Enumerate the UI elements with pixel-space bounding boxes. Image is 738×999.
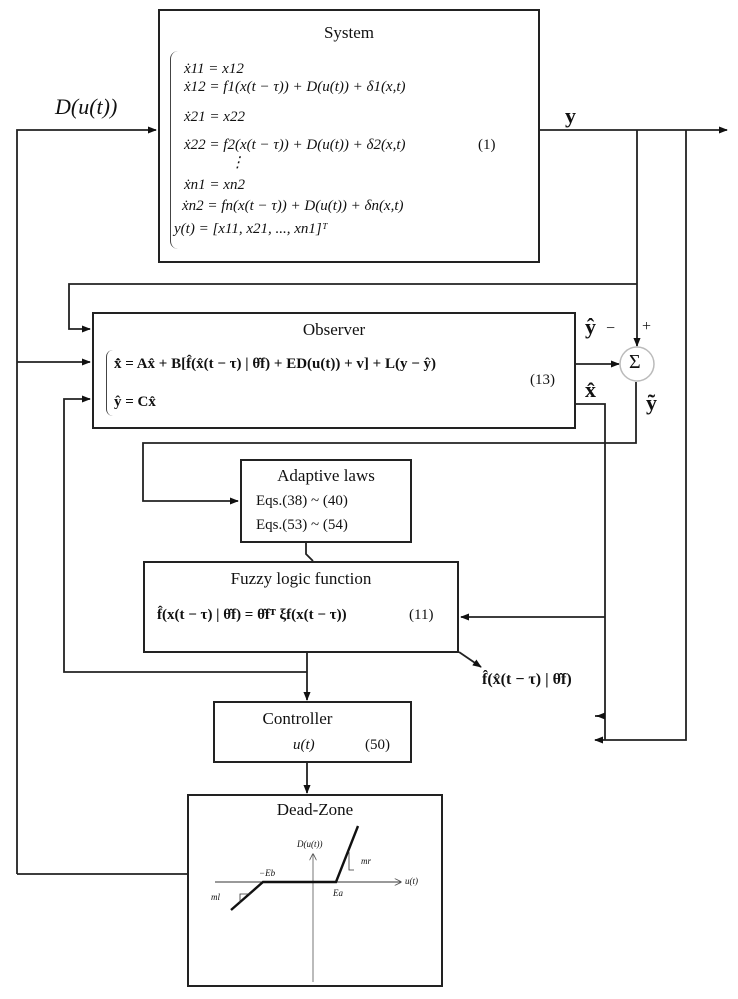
- dead-zone-curve: [230, 825, 360, 911]
- wire-feedback-to-observer: [63, 395, 307, 673]
- wire-fuzzy-output: [458, 651, 482, 668]
- label-sum-plus: +: [642, 318, 652, 335]
- system-title: System: [323, 23, 375, 42]
- dead-zone-left-slope: ml: [211, 892, 220, 902]
- system-brace: [170, 51, 179, 249]
- wire-deadzone-to-system: [16, 126, 157, 874]
- adaptive-laws-block: Adaptive laws Eqs.(38) ~ (40) Eqs.(53) ~…: [240, 459, 412, 543]
- wire-y-to-observer: [68, 283, 637, 333]
- left-slope-triangle: [239, 893, 251, 903]
- observer-eq-1: x̂̇ = Ax̂ + B[f̂(x̂(t − τ) | θ̂f) + ED(u…: [114, 356, 436, 372]
- system-eq-3: ẋ21 = x22: [184, 109, 245, 125]
- system-block: System ẋ11 = x12 ẋ12 = f1(x(t − τ)) + D(…: [158, 9, 540, 263]
- label-observer-xhat: x̂: [585, 377, 596, 402]
- system-eq-number: (1): [478, 137, 496, 153]
- adaptive-laws-title: Adaptive laws: [277, 466, 375, 485]
- dead-zone-right-slope: mr: [361, 856, 372, 866]
- fuzzy-logic-eq-number: (11): [409, 607, 434, 623]
- observer-eq-2: ŷ = Cx̂: [114, 394, 156, 410]
- wire-y-to-controller: [594, 130, 687, 744]
- label-dead-zone-output: D(u(t)): [55, 94, 118, 119]
- adaptive-laws-line-2: Eqs.(53) ~ (54): [256, 517, 348, 533]
- controller-block: Controller u(t) (50): [213, 701, 412, 763]
- label-system-output-y: y: [565, 103, 576, 128]
- system-eq-dots: ⋮: [230, 155, 245, 171]
- dead-zone-block: Dead-Zone D(u(t)) u(t) −Eb Ea ml mr: [187, 794, 443, 987]
- wire-adaptive-to-fuzzy: [305, 542, 314, 562]
- system-eq-2: ẋ12 = f1(x(t − τ)) + D(u(t)) + δ1(x,t): [184, 79, 406, 95]
- label-sum-minus: −: [606, 320, 616, 337]
- sum-symbol: Σ: [629, 351, 641, 373]
- dead-zone-left-break: −Eb: [259, 868, 276, 878]
- fuzzy-logic-block: Fuzzy logic function f̂(x(t − τ) | θ̂f) …: [143, 561, 459, 653]
- system-eq-4: ẋ22 = f2(x(t − τ)) + D(u(t)) + δ2(x,t): [184, 137, 406, 153]
- observer-block: Observer x̂̇ = Ax̂ + B[f̂(x̂(t − τ) | θ̂…: [92, 312, 576, 429]
- controller-eq-number: (50): [365, 737, 390, 753]
- adaptive-laws-line-1: Eqs.(38) ~ (40): [256, 493, 348, 509]
- wire-ytilde-to-adaptive: [142, 382, 637, 505]
- observer-eq-number: (13): [530, 372, 555, 388]
- system-eq-1: ẋ11 = x12: [184, 61, 244, 77]
- dead-zone-y-label: D(u(t)): [297, 839, 323, 849]
- fuzzy-logic-equation: f̂(x(t − τ) | θ̂f) = θ̂fᵀ ξf(x(t − τ)): [157, 607, 347, 623]
- sum-junction: [619, 346, 655, 382]
- label-observer-yhat: ŷ: [585, 314, 596, 339]
- dead-zone-plot: [215, 825, 441, 982]
- right-slope-triangle: [348, 852, 354, 871]
- system-eq-7: y(t) = [x11, x21, ..., xn1]ᵀ: [174, 221, 328, 237]
- controller-signal: u(t): [293, 737, 315, 753]
- label-fuzzy-output: f̂(x̂(t − τ) | θ̂f): [482, 671, 572, 688]
- label-error-ytilde: ỹ: [646, 390, 657, 415]
- observer-title: Observer: [302, 320, 366, 339]
- dead-zone-x-label: u(t): [405, 876, 418, 886]
- system-eq-6: ẋn2 = fn(x(t − τ)) + D(u(t)) + δn(x,t): [182, 198, 404, 214]
- fuzzy-logic-title: Fuzzy logic function: [230, 569, 372, 588]
- wire-xhat-out: [576, 403, 606, 740]
- dead-zone-title: Dead-Zone: [276, 800, 354, 819]
- system-eq-5: ẋn1 = xn2: [184, 177, 245, 193]
- dead-zone-right-break: Ea: [333, 888, 343, 898]
- controller-title: Controller: [262, 709, 333, 728]
- observer-brace: [106, 350, 113, 416]
